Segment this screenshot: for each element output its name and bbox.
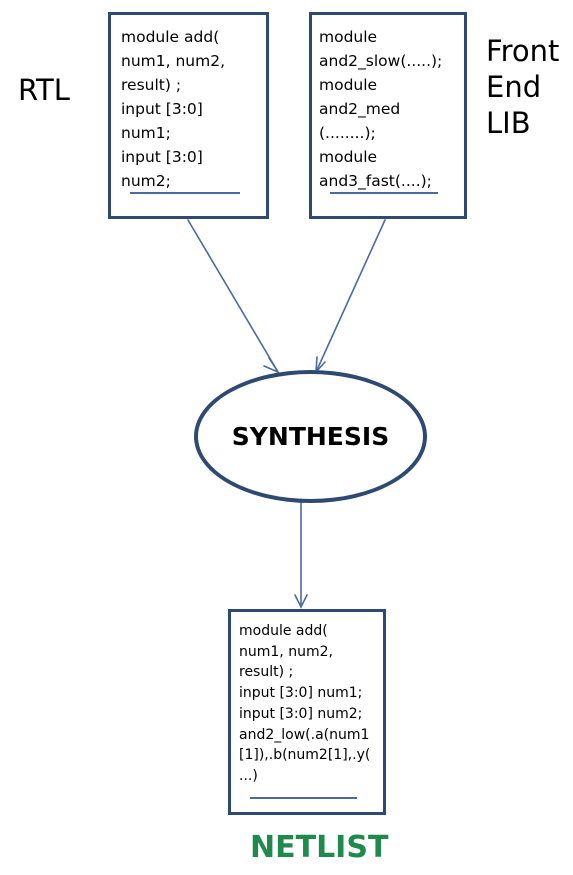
arrowhead-rtl xyxy=(263,357,281,374)
netlist-code-line: input [3:0] num2; xyxy=(239,705,363,722)
rtl-code-line: input [3:0] xyxy=(121,100,203,118)
rtl-box-underline xyxy=(130,192,240,194)
netlist-caption: NETLIST xyxy=(250,830,389,865)
netlist-code-line: input [3:0] num1; xyxy=(239,685,363,702)
rtl-code-line: num2; xyxy=(121,172,171,190)
netlist-code-line: [1]),.b(num2[1],.y( xyxy=(239,747,371,764)
rtl-code-line: input [3:0] xyxy=(121,148,203,166)
rtl-code-line: num1; xyxy=(121,124,171,142)
rtl-code-line: result) ; xyxy=(121,76,182,94)
arrow-lib-to-synthesis xyxy=(315,219,386,373)
synthesis-label: SYNTHESIS xyxy=(231,422,390,451)
netlist-code-line: ...) xyxy=(239,767,258,784)
arrow-rtl-to-synthesis xyxy=(187,219,279,373)
rtl-code-line: module add( xyxy=(121,28,220,46)
netlist-code-line: result) ; xyxy=(239,664,294,681)
netlist-code-line: num1, num2, xyxy=(239,643,333,660)
lib-code-line: and2_slow(.....); xyxy=(319,52,443,70)
lib-code-line: module xyxy=(319,148,378,166)
arrowhead-netlist xyxy=(294,594,308,609)
lib-label-line-1: Front xyxy=(486,34,560,68)
rtl-label: RTL xyxy=(18,73,70,107)
lib-label-line-3: LIB xyxy=(486,106,531,140)
lib-code-line: (........); xyxy=(319,124,376,142)
rtl-code-box: module add( num1, num2, result) ; input … xyxy=(108,12,269,219)
lib-code-line: and3_fast(....); xyxy=(319,172,432,190)
rtl-code-line: num1, num2, xyxy=(121,52,225,70)
front-end-lib-label: Front End LIB xyxy=(486,33,566,141)
netlist-code-line: and2_low(.a(num1 xyxy=(239,726,370,743)
lib-code-box: module and2_slow(.....); module and2_med… xyxy=(309,12,467,219)
netlist-box-underline xyxy=(250,797,357,799)
lib-code-line: module xyxy=(319,28,378,46)
netlist-code-box: module add( num1, num2, result) ; input … xyxy=(228,609,386,815)
lib-code-line: and2_med xyxy=(319,100,401,118)
lib-code-line: module xyxy=(319,76,378,94)
lib-label-line-2: End xyxy=(486,70,542,104)
netlist-code-line: module add( xyxy=(239,623,328,639)
synthesis-node: SYNTHESIS xyxy=(194,370,427,503)
lib-box-underline xyxy=(330,192,438,194)
